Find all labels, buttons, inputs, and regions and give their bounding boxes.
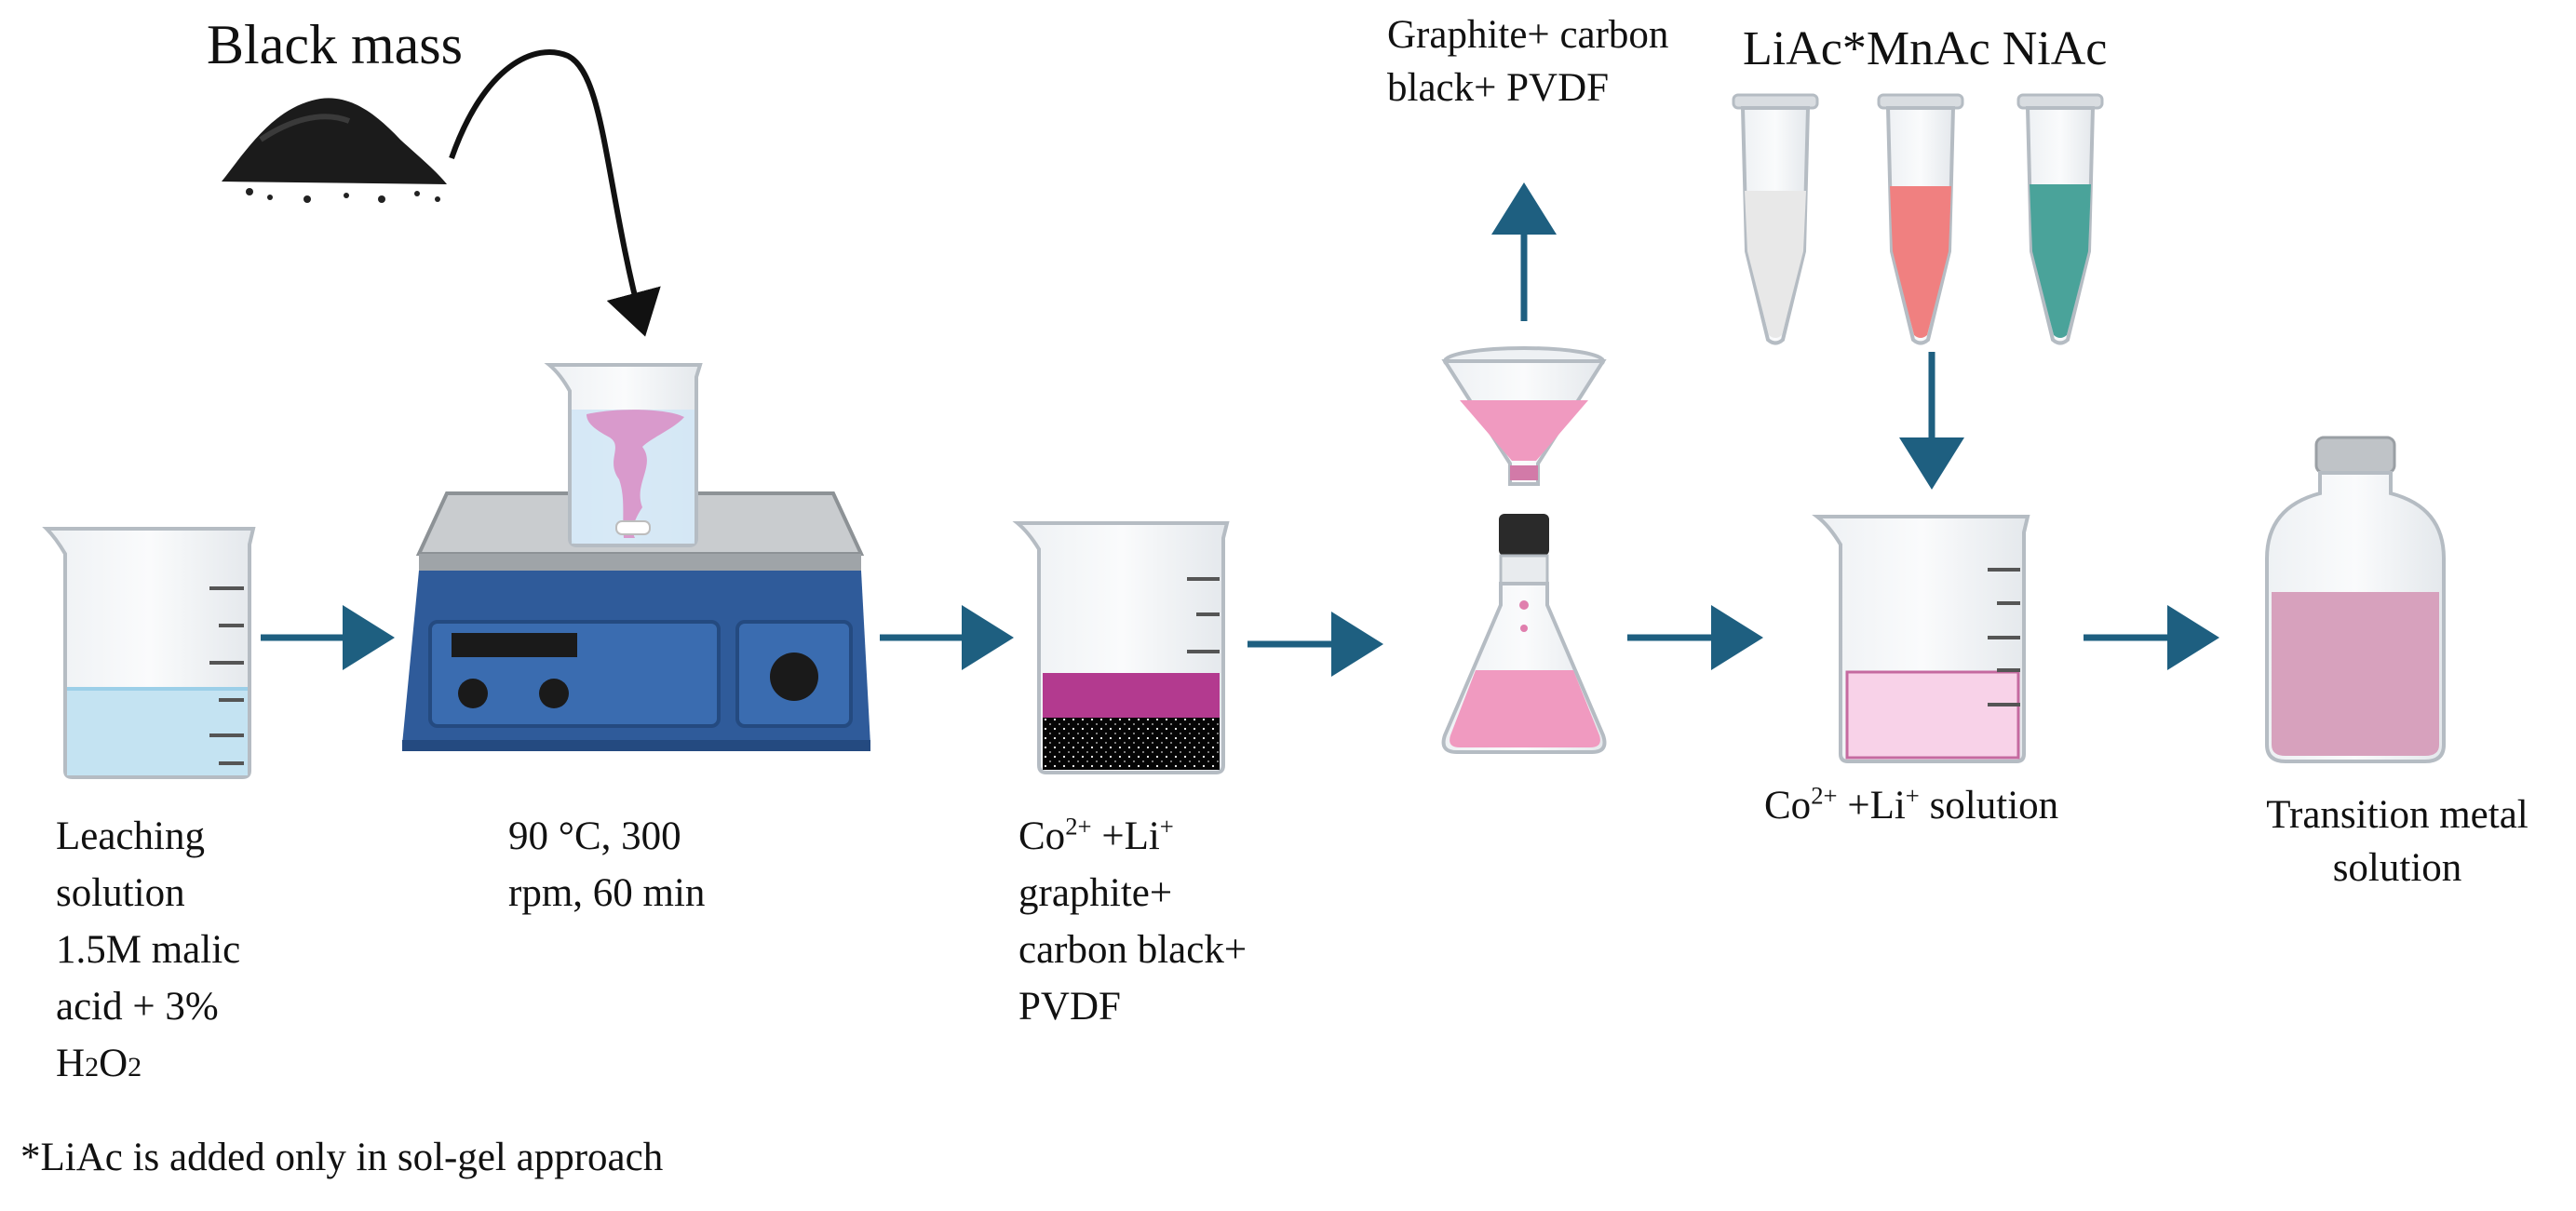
filter-flask-icon bbox=[1441, 346, 1607, 754]
filtrate-beaker-icon bbox=[1812, 515, 2030, 763]
residue-label: Graphite+ carbon black+ PVDF bbox=[1387, 9, 1668, 115]
microtube-icon bbox=[1732, 93, 1819, 345]
mix-line-3: carbon black+ bbox=[1018, 928, 1248, 973]
stirring-beaker-icon bbox=[544, 363, 703, 547]
filtrate-label: Co2+ +Li+ solution bbox=[1764, 781, 2059, 828]
leaching-solution-label: Leaching solution 1.5M malic acid + 3% H… bbox=[56, 808, 240, 1092]
stir-line-1: 90 °C, 300 bbox=[508, 814, 681, 858]
acetates-label: LiAc*MnAc NiAc bbox=[1743, 22, 2108, 75]
black-mass-pile-icon bbox=[222, 98, 447, 203]
residue-line-2: black+ PVDF bbox=[1387, 65, 1610, 110]
mixture-label: Co2+ +Li+ graphite+ carbon black+ PVDF bbox=[1018, 808, 1247, 1035]
mix-line-2: graphite+ bbox=[1018, 871, 1173, 916]
mixture-beaker-icon bbox=[1012, 521, 1230, 774]
stirring-conditions-label: 90 °C, 300 rpm, 60 min bbox=[508, 808, 705, 922]
leaching-line-2: solution bbox=[56, 871, 185, 916]
microtube-icon bbox=[1877, 93, 1964, 345]
mix-line-4: PVDF bbox=[1018, 985, 1121, 1029]
final-line-2: solution bbox=[2332, 845, 2462, 890]
leaching-line-5: H2O2 bbox=[56, 1042, 142, 1086]
stir-line-2: rpm, 60 min bbox=[508, 871, 706, 916]
leaching-beaker-icon bbox=[42, 527, 256, 779]
final-line-1: Transition metal bbox=[2266, 793, 2529, 837]
vial-icon bbox=[2265, 436, 2446, 763]
leaching-line-3: 1.5M malic bbox=[56, 928, 241, 973]
final-solution-label: Transition metal solution bbox=[2216, 789, 2576, 895]
leaching-line-1: Leaching bbox=[56, 814, 205, 858]
leaching-line-4: acid + 3% bbox=[56, 985, 219, 1029]
black-mass-arrow bbox=[449, 49, 661, 337]
black-mass-label: Black mass bbox=[207, 14, 463, 75]
microtube-icon bbox=[2016, 93, 2104, 345]
footnote: *LiAc is added only in sol-gel approach bbox=[20, 1136, 664, 1179]
residue-line-1: Graphite+ carbon bbox=[1387, 13, 1669, 57]
mix-line-1: Co2+ +Li+ bbox=[1018, 812, 1174, 858]
